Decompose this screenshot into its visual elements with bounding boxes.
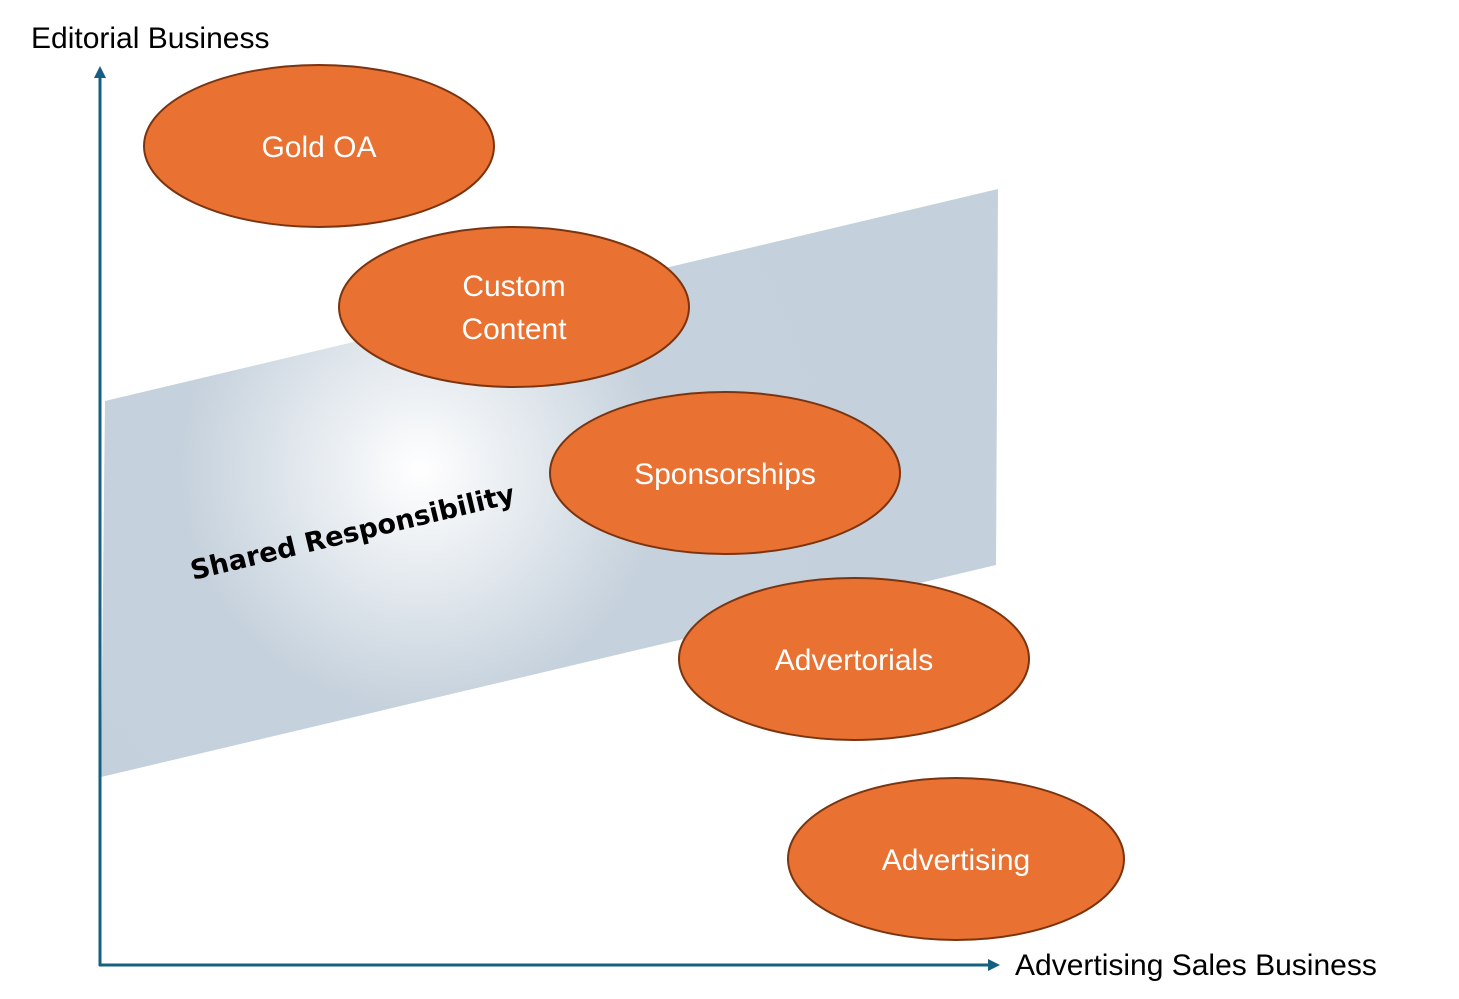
item-advertorials: Advertorials bbox=[678, 577, 1030, 741]
advertorials-label: Advertorials bbox=[775, 644, 933, 677]
x-axis-label: Advertising Sales Business bbox=[1015, 949, 1377, 982]
y-axis-label: Editorial Business bbox=[31, 22, 269, 55]
x-axis-arrowhead-icon bbox=[988, 959, 1000, 971]
sponsorships-ellipse bbox=[549, 391, 901, 555]
custom-content-label-line-1: Custom bbox=[462, 270, 565, 303]
advertorials-ellipse bbox=[678, 577, 1030, 741]
sponsorships-label: Sponsorships bbox=[634, 458, 816, 491]
custom-content-ellipse bbox=[338, 226, 690, 388]
advertising-label: Advertising bbox=[882, 844, 1030, 877]
gold-oa-label: Gold OA bbox=[261, 131, 376, 164]
item-custom-content: Custom Content bbox=[338, 226, 690, 388]
item-gold-oa: Gold OA bbox=[143, 64, 495, 228]
custom-content-label-line-2: Content bbox=[461, 313, 567, 346]
item-advertising: Advertising bbox=[787, 777, 1125, 941]
y-axis-arrowhead-icon bbox=[94, 66, 106, 78]
gold-oa-ellipse bbox=[143, 64, 495, 228]
advertising-ellipse bbox=[787, 777, 1125, 941]
item-sponsorships: Sponsorships bbox=[549, 391, 901, 555]
axes bbox=[94, 66, 1000, 971]
shared-responsibility-band bbox=[101, 189, 998, 777]
